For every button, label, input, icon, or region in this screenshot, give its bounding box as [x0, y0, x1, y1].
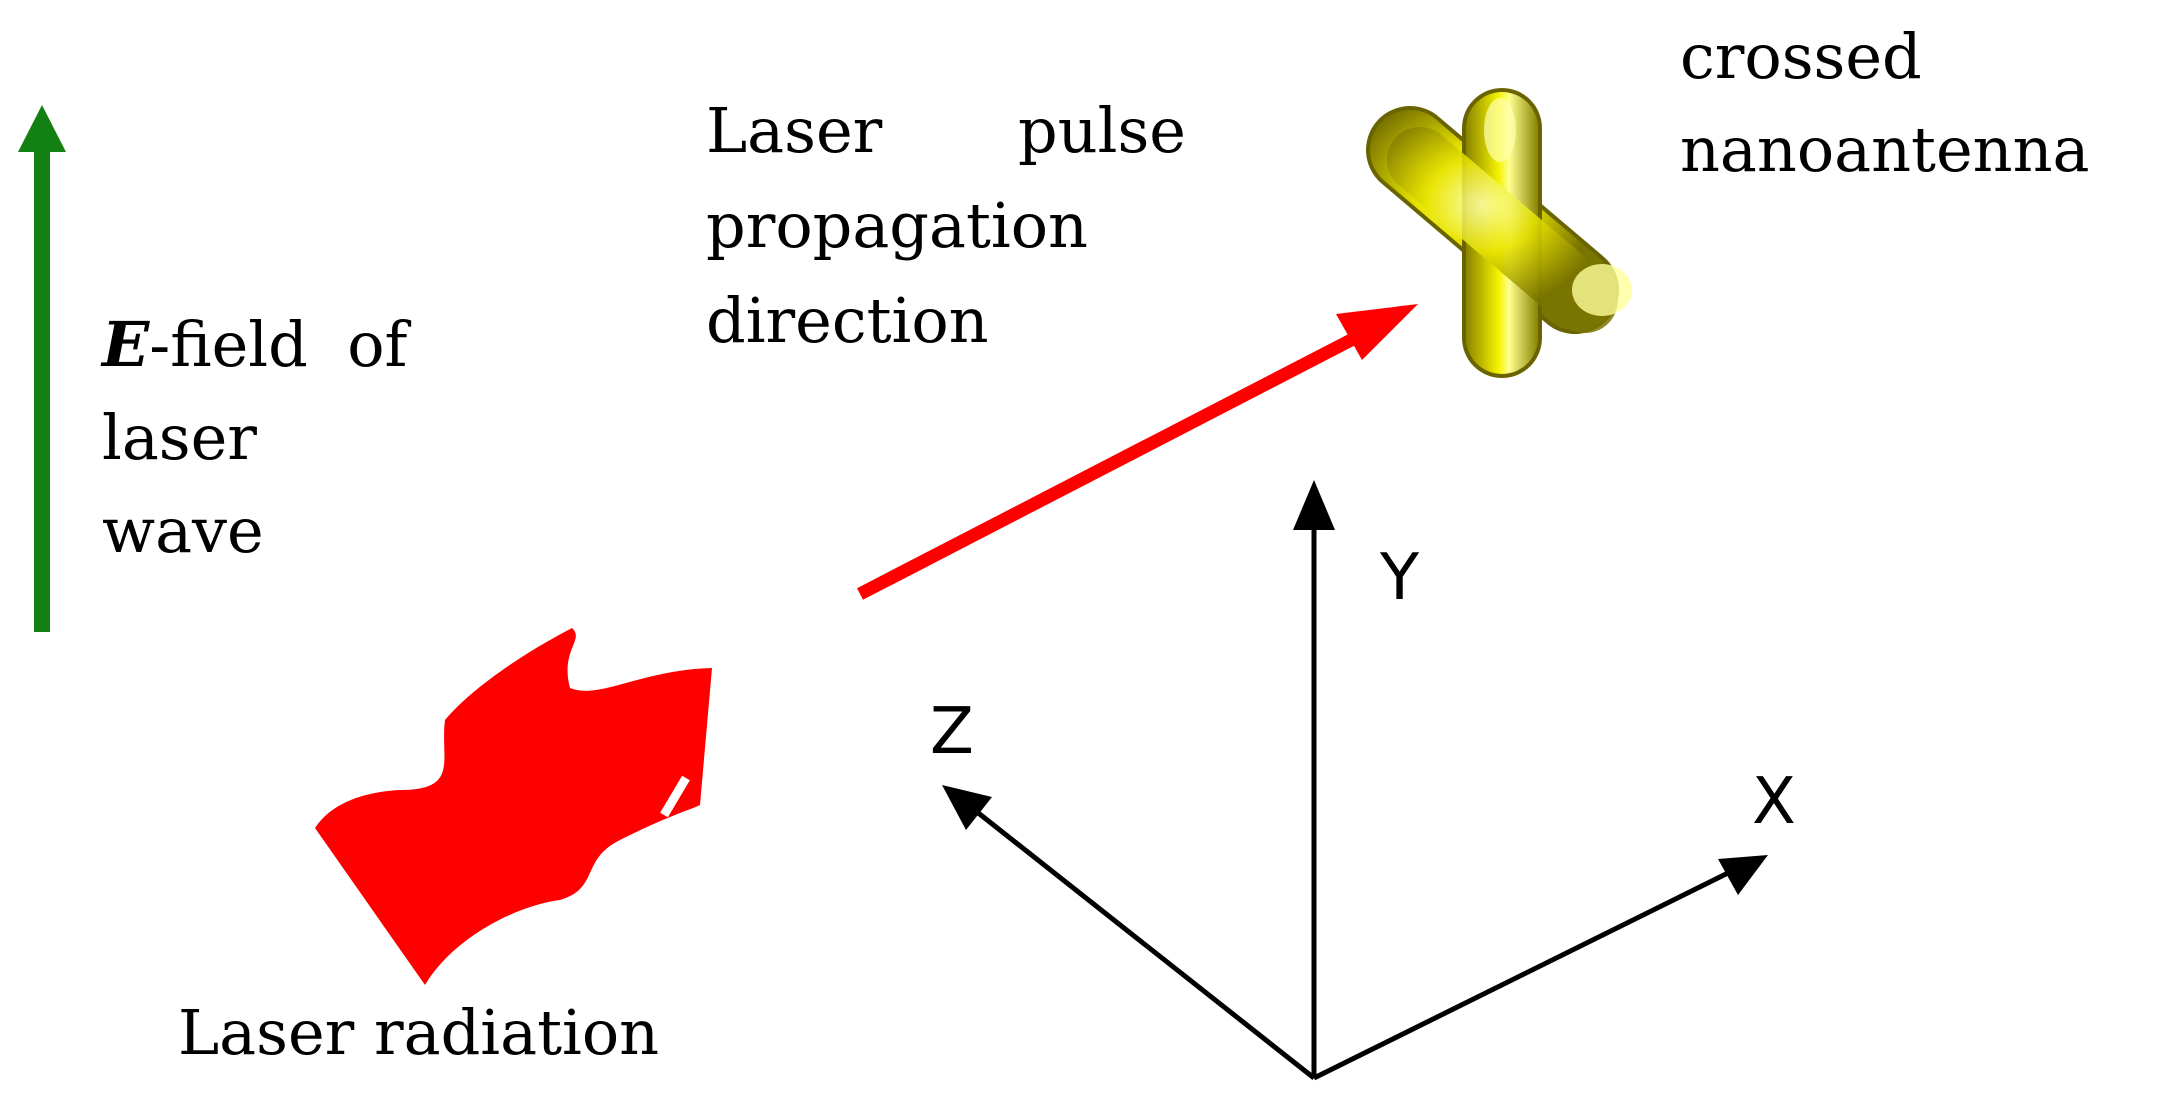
nanoantenna-label: crossed nanoantenna — [1680, 20, 2090, 186]
pulse-line3: direction — [706, 283, 989, 357]
efield-arrow — [18, 105, 66, 632]
pulse-propagation-label: Laser pulse propagation direction — [706, 94, 1186, 357]
efield-line2: laser — [102, 400, 257, 474]
pulse-line2: propagation — [706, 188, 1088, 262]
pulse-word-pulse: pulse — [1018, 94, 1186, 167]
axis-z-label: Z — [930, 695, 974, 769]
efield-symbol: E — [102, 308, 150, 381]
axis-y-label: Y — [1380, 541, 1420, 615]
axis-x-label: X — [1752, 765, 1796, 839]
laser-radiation-arrow — [315, 628, 712, 985]
pulse-word-laser: Laser — [706, 94, 883, 167]
nano-line1: crossed — [1680, 20, 1922, 93]
crossed-nanoantenna — [1366, 88, 1632, 378]
efield-line1: -field of — [149, 308, 408, 381]
laser-radiation-label: Laser radiation — [178, 996, 660, 1069]
coordinate-axes — [942, 480, 1768, 1081]
nano-line2: nanoantenna — [1680, 112, 2090, 186]
efield-line3: wave — [102, 493, 264, 567]
propagation-arrow — [857, 304, 1418, 600]
efield-label: E-field of laser wave — [102, 311, 407, 567]
